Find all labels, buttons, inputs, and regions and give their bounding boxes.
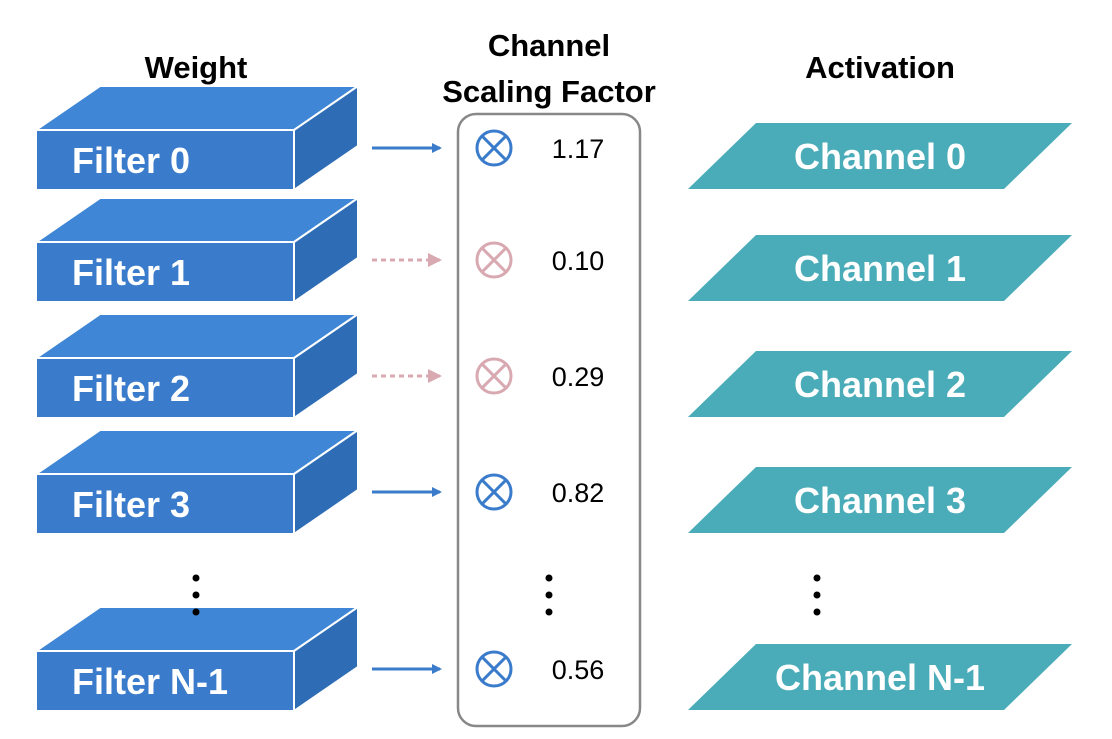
scaling-factor-value: 1.17 bbox=[552, 134, 605, 164]
circled-times-icon bbox=[475, 129, 513, 167]
channel-label: Channel 2 bbox=[794, 364, 966, 405]
filter-block-front bbox=[35, 241, 295, 303]
filter-block: Filter N-1 bbox=[32, 605, 362, 713]
filter-block-front bbox=[35, 473, 295, 535]
activation-header: Activation bbox=[805, 50, 955, 85]
channel-parallelogram bbox=[688, 123, 1072, 189]
channel-label: Channel 0 bbox=[794, 136, 966, 177]
scaling-header-line1: Channel bbox=[488, 28, 610, 63]
channel-block: Channel 1 bbox=[688, 235, 1072, 301]
diagram-row: Filter 2 0.29 Channel 2 bbox=[32, 312, 1072, 420]
scaling-factor-value: 0.82 bbox=[552, 478, 605, 508]
channel-label: Channel 1 bbox=[794, 248, 966, 289]
channel-parallelogram bbox=[688, 467, 1072, 533]
channel-parallelogram bbox=[688, 644, 1072, 710]
channel-label: Channel N-1 bbox=[775, 657, 985, 698]
channel-parallelogram bbox=[688, 235, 1072, 301]
filter-block-front bbox=[35, 650, 295, 712]
filter-label: Filter 3 bbox=[72, 484, 190, 525]
filter-block: Filter 2 bbox=[32, 312, 362, 420]
scaling-factor-value: 0.29 bbox=[552, 362, 605, 392]
circled-times-icon bbox=[475, 357, 513, 395]
filter-label: Filter 0 bbox=[72, 140, 190, 181]
filter-block: Filter 0 bbox=[32, 84, 362, 192]
weight-ellipsis-icon bbox=[192, 574, 200, 616]
scaling-ellipsis-icon bbox=[545, 574, 553, 616]
filter-block: Filter 3 bbox=[32, 428, 362, 536]
scaling-header-line2: Scaling Factor bbox=[442, 74, 656, 109]
filter-label: Filter 1 bbox=[72, 252, 190, 293]
scaling-factor-value: 0.10 bbox=[552, 246, 605, 276]
filter-block: Filter 1 bbox=[32, 196, 362, 304]
scaling-factor-value: 0.56 bbox=[552, 655, 605, 685]
diagram-row: Filter N-1 0.56 Channel N-1 bbox=[32, 605, 1072, 713]
circled-times-icon bbox=[475, 650, 513, 688]
filter-label: Filter 2 bbox=[72, 368, 190, 409]
channel-parallelogram bbox=[688, 351, 1072, 417]
channel-block: Channel N-1 bbox=[688, 644, 1072, 710]
activation-ellipsis-icon bbox=[813, 574, 821, 616]
weight-header: Weight bbox=[145, 50, 248, 85]
channel-block: Channel 0 bbox=[688, 123, 1072, 189]
circled-times-icon bbox=[475, 473, 513, 511]
circled-times-icon bbox=[475, 241, 513, 279]
channel-label: Channel 3 bbox=[794, 480, 966, 521]
diagram-row: Filter 1 0.10 Channel 1 bbox=[32, 196, 1072, 304]
channel-block: Channel 2 bbox=[688, 351, 1072, 417]
filter-block-front bbox=[35, 357, 295, 419]
scaling-factor-box bbox=[456, 112, 642, 728]
diagram-row: Filter 3 0.82 Channel 3 bbox=[32, 428, 1072, 536]
diagram-row: Filter 0 1.17 Channel 0 bbox=[32, 84, 1072, 192]
filter-block-front bbox=[35, 129, 295, 191]
channel-block: Channel 3 bbox=[688, 467, 1072, 533]
filter-label: Filter N-1 bbox=[72, 661, 228, 702]
